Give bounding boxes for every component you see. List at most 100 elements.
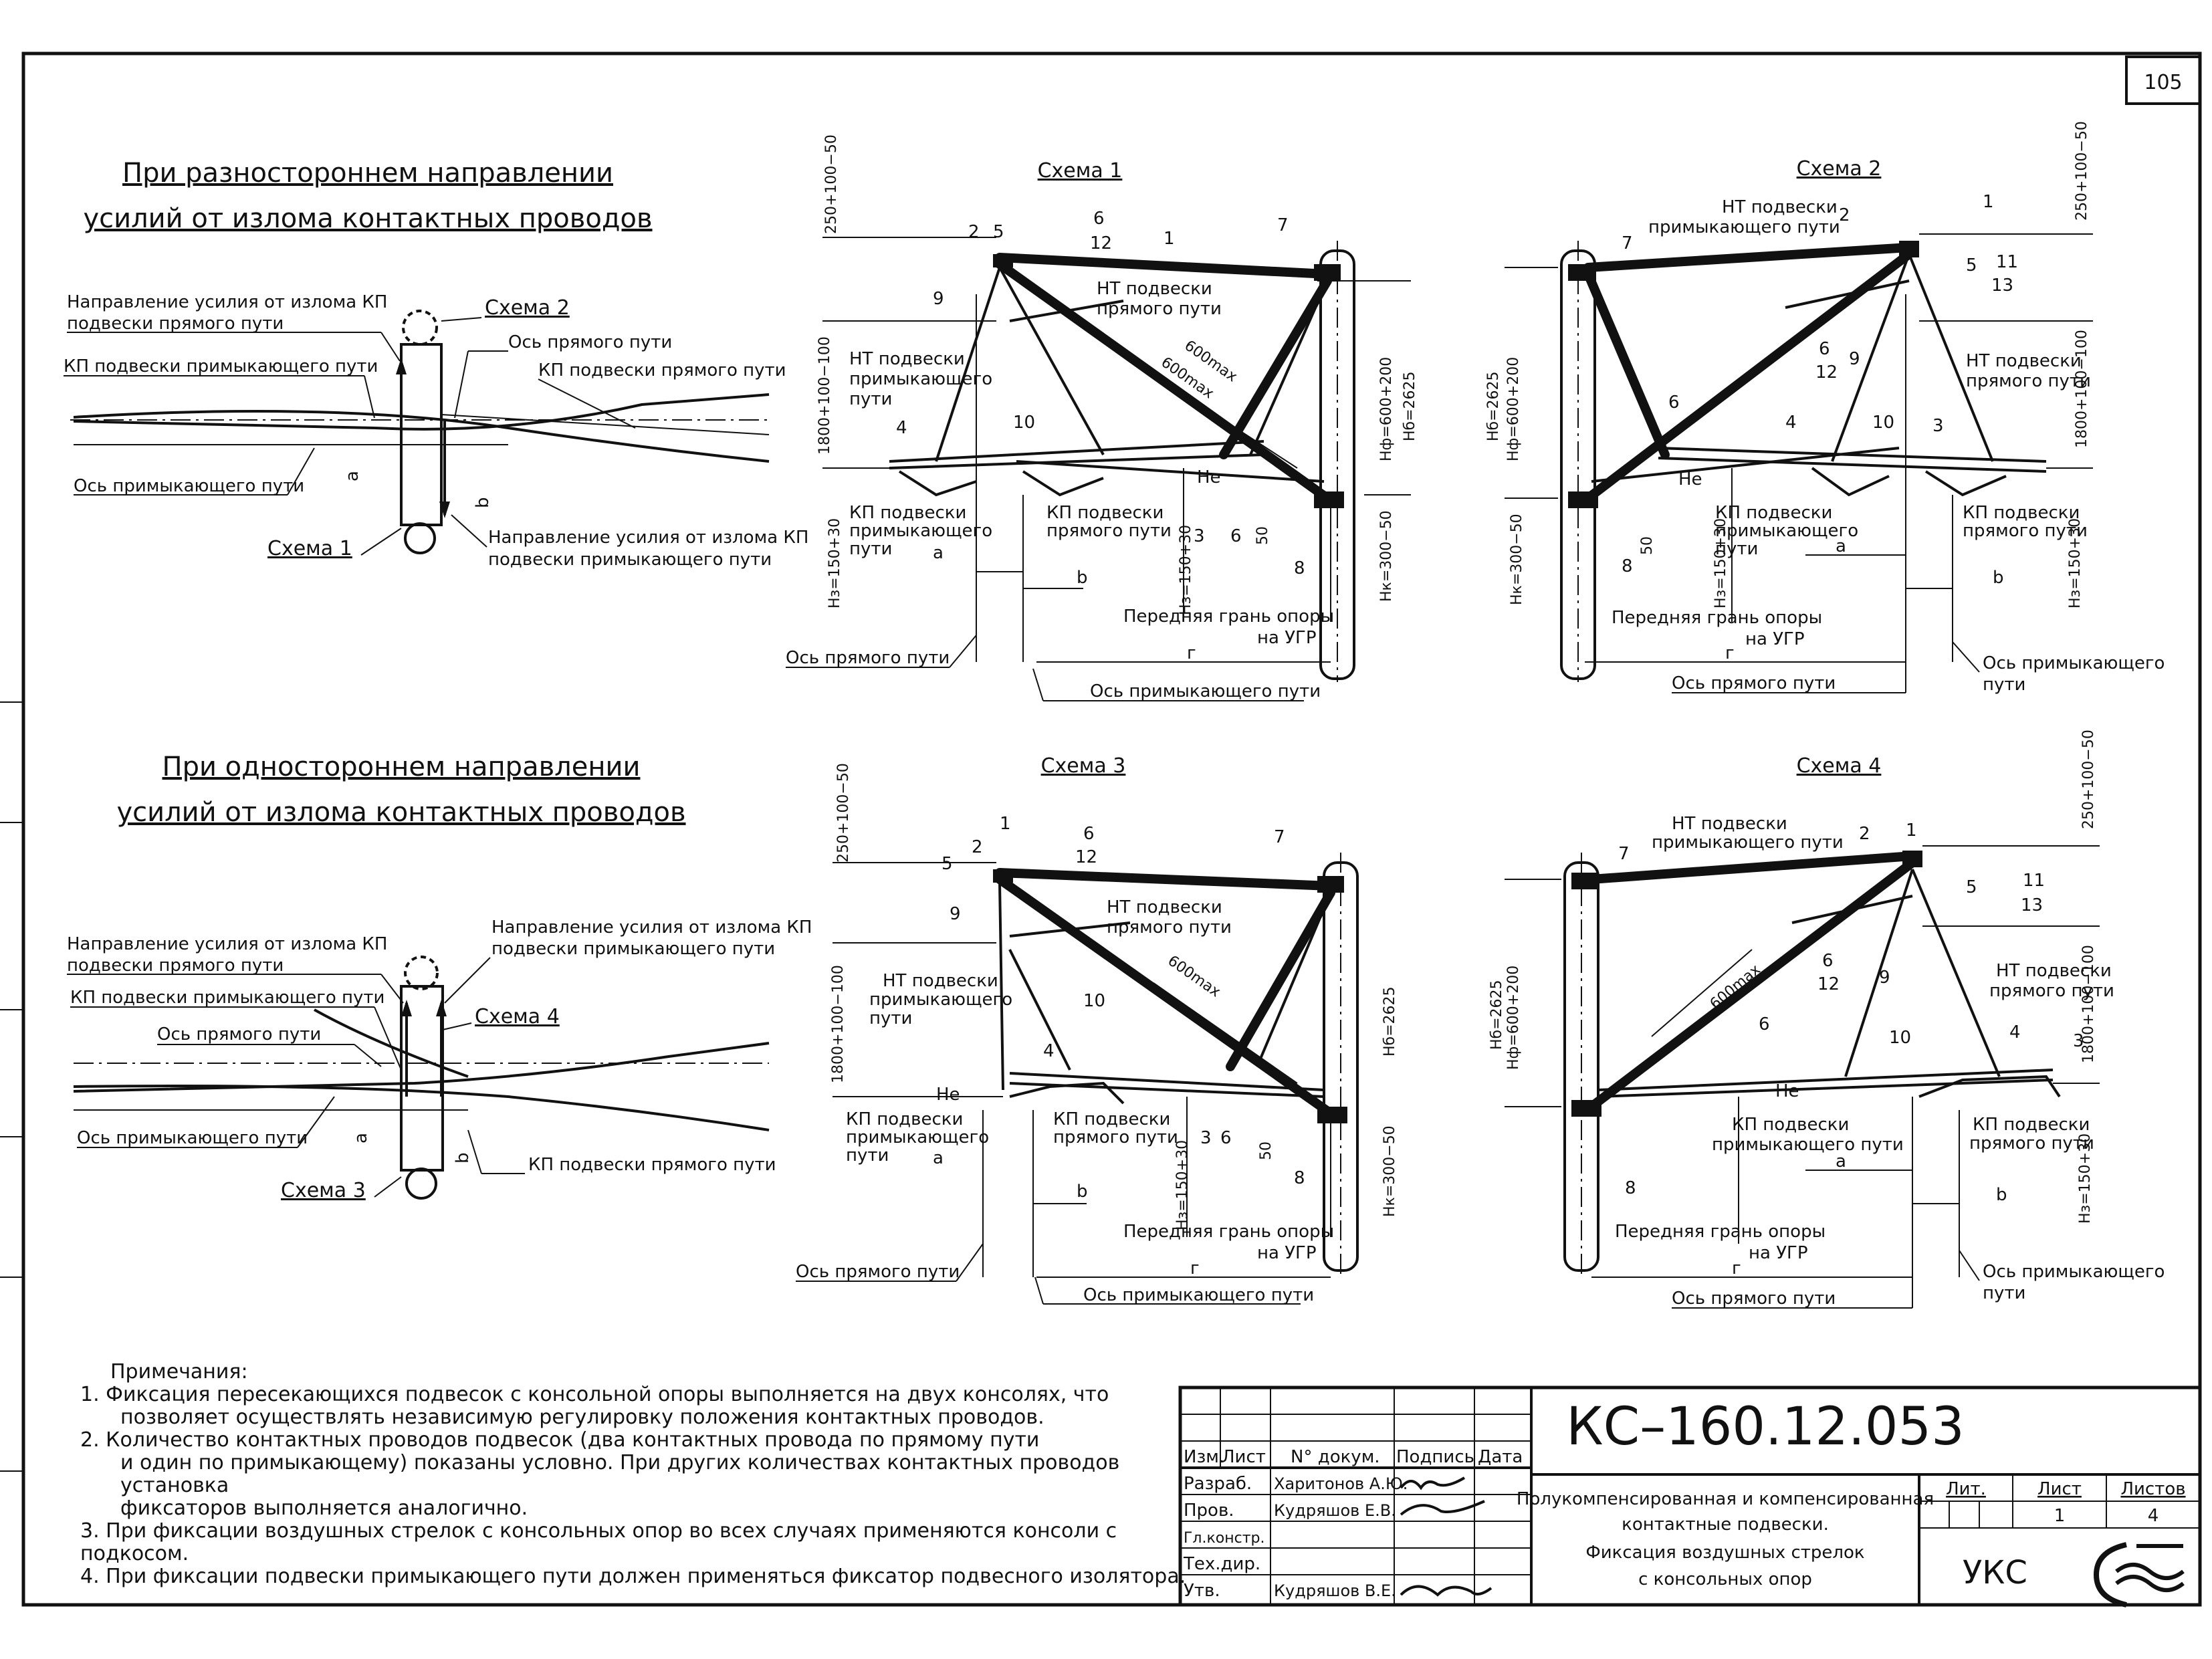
note-4-text-1: При фиксации подвески примыкающего пути … [106,1565,1186,1588]
svg-text:10: 10 [1083,991,1105,1011]
note-3-line-1: 3. При фиксации воздушных стрелок с конс… [80,1520,1190,1565]
svg-text:6: 6 [1093,209,1105,229]
s4-axis-adj-1: Ось примыкающего [1983,1262,2165,1282]
svg-text:2: 2 [972,837,983,857]
lb-axis-adjacent: Ось примыкающего пути [77,1128,308,1148]
svg-text:5: 5 [1966,255,1977,275]
left-top-title-2: усилий от излома контактных проводов [83,203,652,234]
s3-nt-adj-3: пути [869,1008,912,1028]
s1-dim-hz: Нз=150+30 [826,518,843,609]
lb-force-adj-2: подвески примыкающего пути [491,939,775,959]
s2-he: Нe [1678,469,1702,489]
hdr-izm: Изм. [1184,1447,1224,1467]
lb-force-adj-1: Направление усилия от излома КП [491,917,812,937]
svg-text:12: 12 [1817,974,1840,994]
s4-front-1: Передняя грань опоры [1615,1222,1826,1242]
left-top-title-1: При разностороннем направлении [122,158,613,189]
svg-text:3: 3 [1194,526,1205,546]
s1-dim-hz2: Нз=150+30 [1178,525,1194,615]
notes-heading: Примечания: [110,1360,248,1384]
s1-front-1: Передняя грань опоры [1123,606,1334,627]
signatures [1400,1476,1492,1597]
svg-text:6: 6 [1668,393,1680,413]
svg-text:5: 5 [1966,877,1977,897]
s1-nt-adj-2: примыкающего [849,369,992,389]
s4-he: Нe [1775,1081,1799,1101]
hdr-doc: N° докум. [1291,1447,1380,1467]
lt-force-main-1: Направление усилия от излома КП [67,292,387,312]
s4-dim-hb: Нб=2625 [1488,980,1505,1050]
s4-kp-adj-2: примыкающего пути [1712,1135,1904,1155]
left-top-diagram: При разностороннем направлении усилий от… [64,158,808,570]
s2-dim-hf: Нф=600+200 [1505,357,1522,461]
svg-text:10: 10 [1872,413,1894,433]
s2-dim-hk: Нк=300−50 [1509,514,1525,605]
svg-text:2: 2 [968,222,980,242]
title-block-headers: Изм. Лист N° докум. Подпись Дата [1184,1447,1523,1467]
svg-text:1: 1 [1000,814,1011,834]
desc-4: с консольных опор [1638,1569,1812,1589]
svg-text:5: 5 [993,222,1004,242]
s3-b: b [1077,1182,1088,1202]
s4-kp-adj-1: КП подвески [1732,1115,1849,1135]
s4-a: а [1836,1151,1846,1172]
row-role-0: Разраб. [1184,1474,1252,1494]
svg-text:1: 1 [1983,192,1994,212]
s2-kp-adj-2: примыкающего [1715,521,1858,541]
s4-nt-main-1: НТ подвески [1996,961,2112,981]
s4-front-2: на УГР [1749,1243,1808,1263]
s4-kp-main-1: КП подвески [1973,1115,2090,1135]
s3-axis-adj: Ось примыкающего пути [1083,1285,1314,1305]
s1-nt-main-2: прямого пути [1097,299,1222,319]
s4-nt-main-2: прямого пути [1989,981,2114,1001]
hdr-sign: Подпись [1396,1447,1474,1467]
lb-kp-adjacent: КП подвески примыкающего пути [70,988,384,1008]
s1-he: Нe [1197,467,1221,487]
s1-nt-adj-1: НТ подвески [849,349,965,369]
s1-front-2: на УГР [1257,628,1317,648]
svg-text:2: 2 [1859,824,1870,844]
s3-he: Нe [936,1085,960,1105]
s1-axis-adj: Ось примыкающего пути [1090,681,1321,701]
s3-nt-main-1: НТ подвески [1107,897,1222,917]
doc-code: КС–160.12.053 [1566,1397,1964,1457]
row-role-3: Тех.дир. [1183,1554,1260,1574]
lb-force-main-1: Направление усилия от излома КП [67,934,387,954]
svg-text:8: 8 [1625,1178,1636,1198]
note-1-num: 1. [80,1383,100,1406]
svg-text:1: 1 [1164,229,1175,249]
note-3-text-1: При фиксации воздушных стрелок с консоль… [80,1519,1117,1565]
s4-kp-main-2: прямого пути [1969,1133,2094,1153]
scheme-2: Схема 2 Нф=600+200 Нб=2625 Нк=300−50 250… [1485,121,2165,695]
svg-text:6: 6 [1822,951,1834,971]
svg-text:12: 12 [1815,362,1838,382]
note-3-num: 3. [80,1519,100,1543]
s2-dim-1800: 1800+100−100 [2074,330,2090,448]
ks-logo-icon [2093,1542,2185,1608]
svg-text:3: 3 [2073,1031,2084,1051]
note-1-line-1: 1. Фиксация пересекающихся подвесок с ко… [80,1384,1190,1406]
s3-axis-main: Ось прямого пути [796,1262,960,1282]
s3-nt-adj-2: примыкающего [869,990,1012,1010]
s4-dim-hf: Нф=600+200 [1505,966,1522,1070]
s3-dim-50: 50 [1258,1141,1275,1160]
s2-front-1: Передняя грань опоры [1612,608,1822,628]
lt-dim-b: b [473,497,493,508]
s3-kp-main-2: прямого пути [1053,1127,1178,1147]
svg-text:12: 12 [1090,233,1112,253]
s3-nt-main-2: прямого пути [1107,917,1232,937]
svg-text:6: 6 [1819,339,1830,359]
svg-text:6: 6 [1230,526,1242,546]
s3-kp-adj-3: пути [846,1145,889,1166]
lb-dim-a: а [351,1133,371,1143]
notes: Примечания: 1. Фиксация пересекающихся п… [80,1361,1190,1588]
row-role-2: Гл.констр. [1184,1530,1264,1547]
note-2-line-1: 2. Количество контактных проводов подвес… [80,1429,1190,1452]
s3-a: а [933,1148,944,1168]
svg-text:11: 11 [1996,252,2018,272]
lt-axis-main: Ось прямого пути [508,332,672,352]
lb-dim-b: b [453,1152,473,1164]
